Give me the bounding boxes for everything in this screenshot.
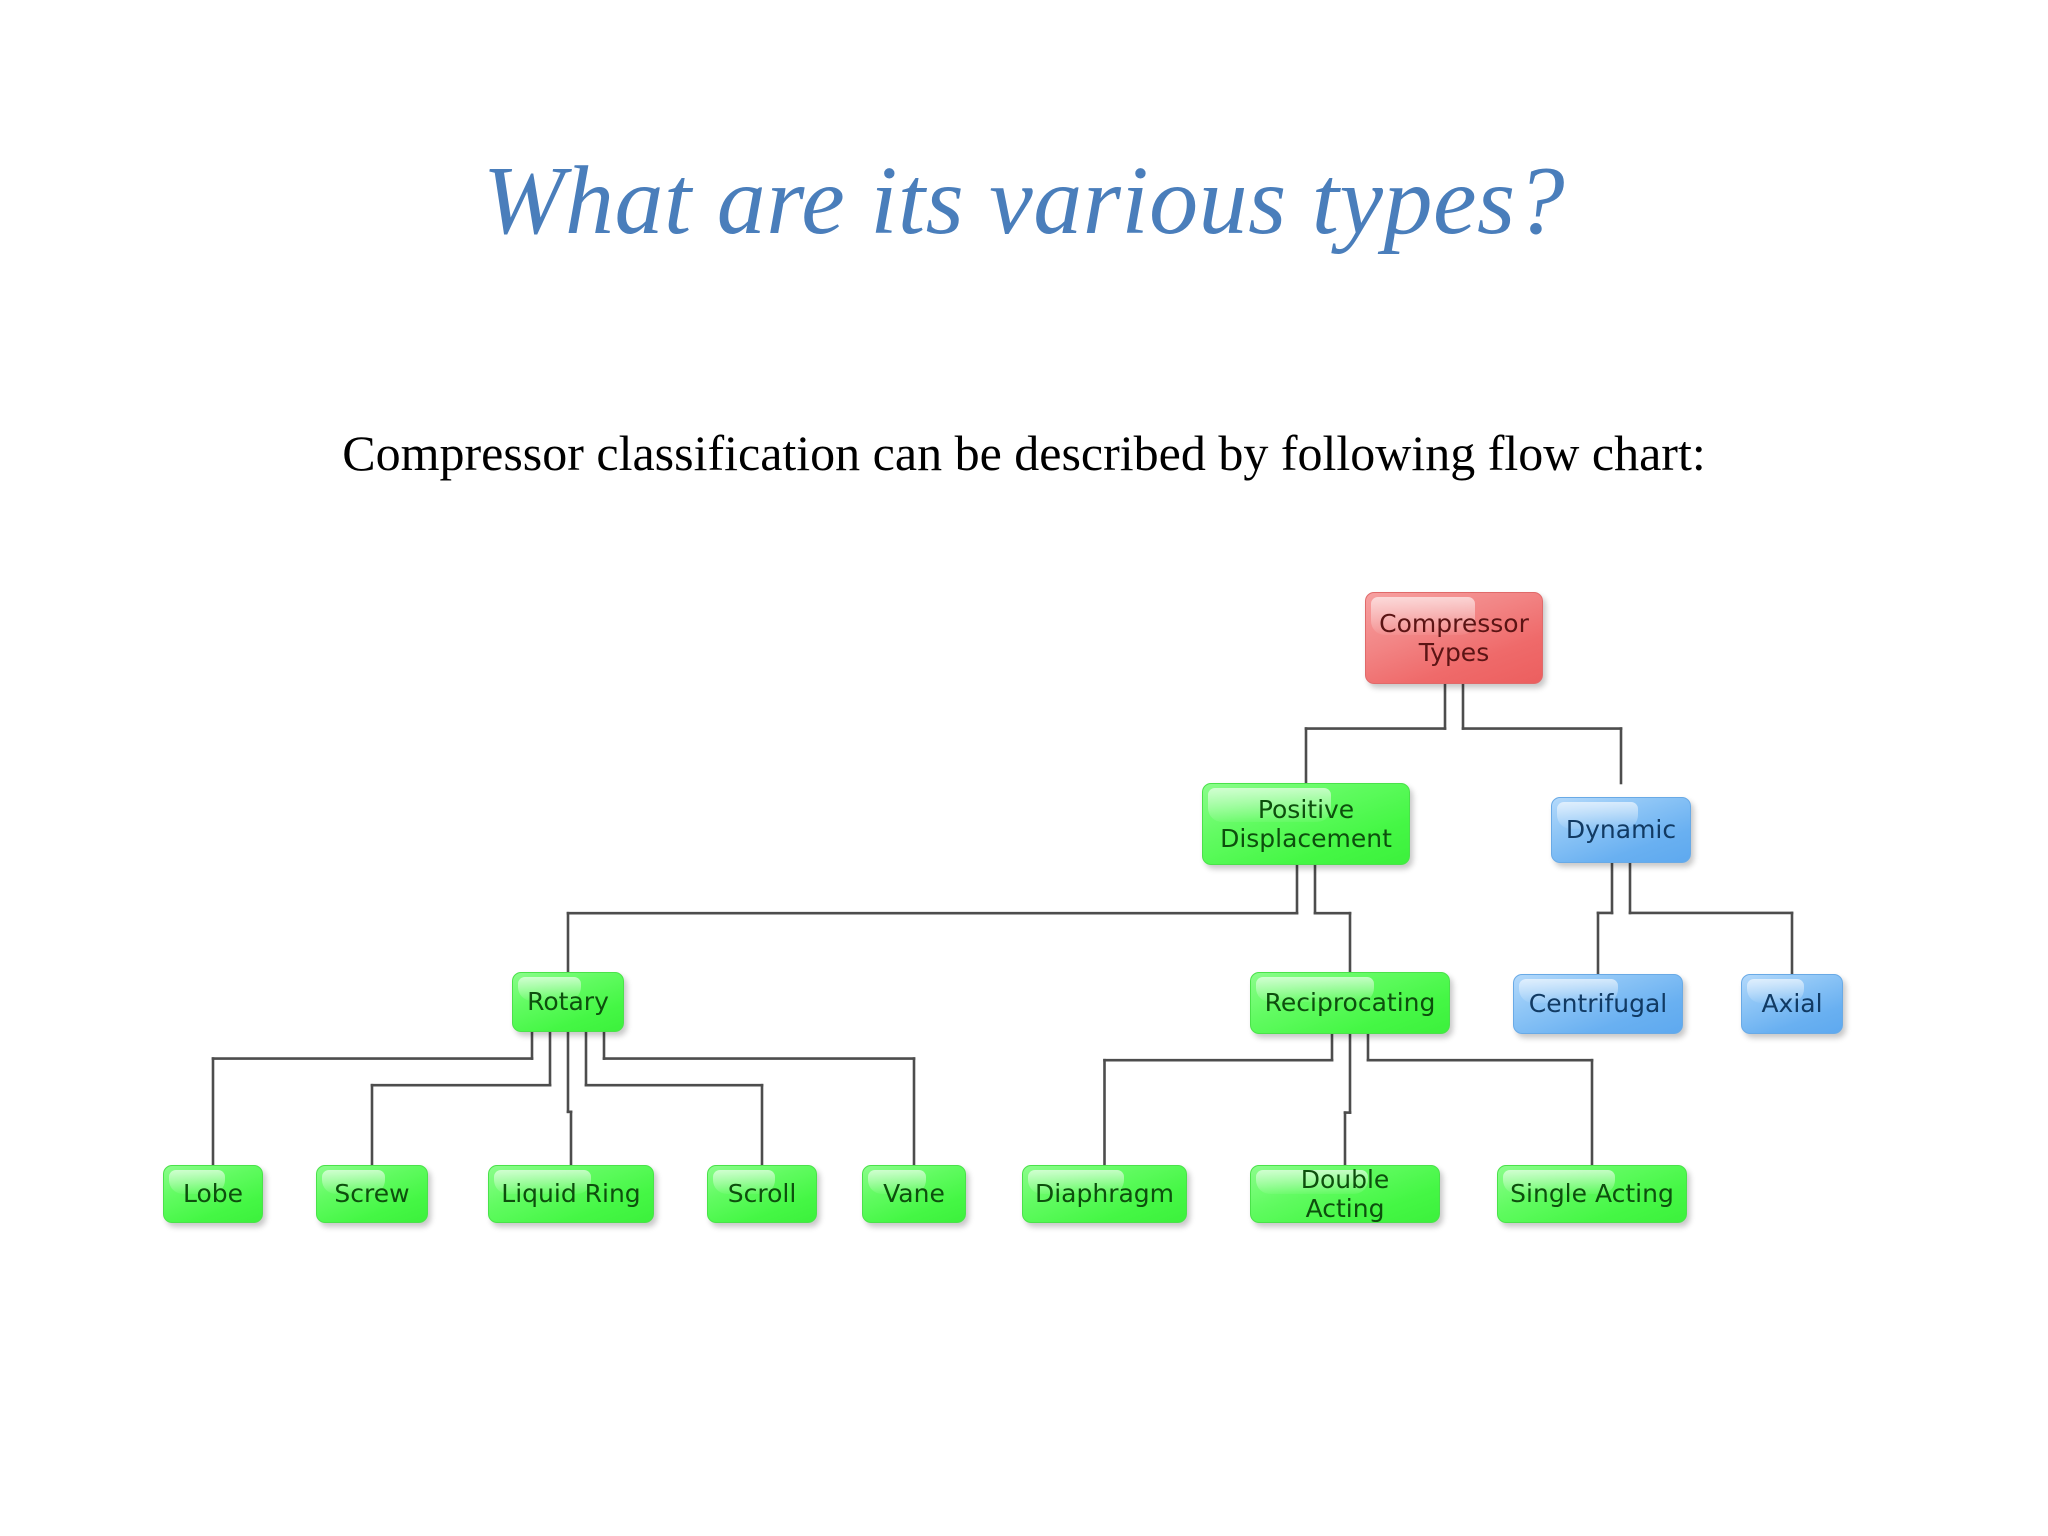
flow-node-diaphragm: Diaphragm [1022, 1165, 1187, 1223]
flow-node-label: Positive Displacement [1220, 794, 1392, 854]
flow-node-posdisp: Positive Displacement [1202, 783, 1410, 865]
flow-node-label: Rotary [527, 987, 609, 1017]
flow-node-label: Lobe [182, 1179, 244, 1209]
slide-subtitle: Compressor classification can be describ… [342, 425, 1706, 481]
flow-node-label: Vane [883, 1179, 945, 1209]
flow-node-liquidring: Liquid Ring [488, 1165, 654, 1223]
flow-node-label: Reciprocating [1264, 988, 1436, 1018]
flow-node-label: Liquid Ring [501, 1179, 641, 1209]
flow-node-recip: Reciprocating [1250, 972, 1450, 1034]
flow-node-singleact: Single Acting [1497, 1165, 1687, 1223]
flow-node-label: Compressor Types [1379, 608, 1529, 668]
flow-node-doubleact: Double Acting [1250, 1165, 1440, 1223]
flow-node-vane: Vane [862, 1165, 966, 1223]
flow-node-label: Diaphragm [1034, 1179, 1175, 1209]
flow-node-centrifugal: Centrifugal [1513, 974, 1683, 1034]
flow-node-label: Dynamic [1565, 815, 1677, 845]
flow-node-label: Double Acting [1300, 1164, 1390, 1224]
flow-node-label: Centrifugal [1528, 989, 1668, 1019]
flow-node-label: Axial [1761, 989, 1823, 1019]
flow-node-label: Single Acting [1510, 1179, 1674, 1209]
flow-node-label: Scroll [727, 1179, 797, 1209]
page-title: What are its various types? [482, 147, 1566, 255]
flow-node-rotary: Rotary [512, 972, 624, 1032]
flow-node-dynamic: Dynamic [1551, 797, 1691, 863]
flow-node-lobe: Lobe [163, 1165, 263, 1223]
flow-node-screw: Screw [316, 1165, 428, 1223]
flow-node-scroll: Scroll [707, 1165, 817, 1223]
flow-node-root: Compressor Types [1365, 592, 1543, 684]
flow-node-axial: Axial [1741, 974, 1843, 1034]
flow-node-label: Screw [334, 1179, 410, 1209]
